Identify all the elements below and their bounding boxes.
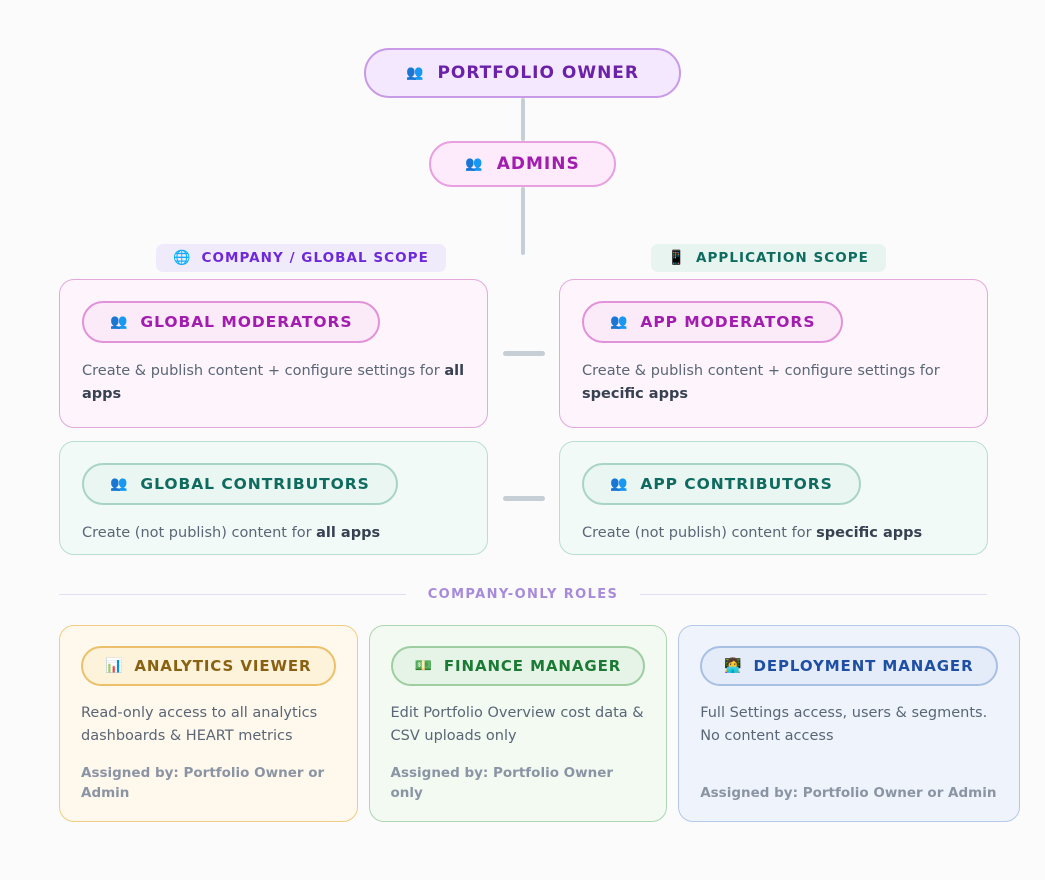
badge-deployment-manager[interactable]: 👩‍💻 DEPLOYMENT MANAGER <box>700 646 998 686</box>
divider-label: COMPANY-ONLY ROLES <box>427 587 619 602</box>
badge-global-contributors[interactable]: 👥 GLOBAL CONTRIBUTORS <box>82 463 398 505</box>
bar-chart-icon: 📊 <box>105 658 124 674</box>
technologist-icon: 👩‍💻 <box>724 658 743 674</box>
connector-moderators-horizontal <box>502 351 545 356</box>
mobile-apps-icon: 📱 <box>667 250 686 266</box>
desc-prefix: Create & publish content + configure set… <box>82 363 445 379</box>
badge-global-contributors-label: GLOBAL CONTRIBUTORS <box>140 475 370 493</box>
card-deployment-manager[interactable]: 👩‍💻 DEPLOYMENT MANAGER Full Settings acc… <box>678 625 1020 823</box>
badge-global-moderators[interactable]: 👥 GLOBAL MODERATORS <box>82 301 381 343</box>
connector-owner-to-admins <box>520 98 525 141</box>
card-finance-manager[interactable]: 💵 FINANCE MANAGER Edit Portfolio Overvie… <box>368 625 668 823</box>
section-divider-company-only-roles: COMPANY-ONLY ROLES <box>59 587 987 602</box>
card-global-contributors[interactable]: 👥 GLOBAL CONTRIBUTORS Create (not publis… <box>59 441 488 555</box>
scope-chip-company-global-label: COMPANY / GLOBAL SCOPE <box>201 250 429 266</box>
badge-app-contributors[interactable]: 👥 APP CONTRIBUTORS <box>582 463 861 505</box>
people-icon: 👥 <box>110 314 129 330</box>
desc-prefix: Create (not publish) content for <box>582 525 817 541</box>
card-finance-manager-description: Edit Portfolio Overview cost data & CSV … <box>390 705 644 745</box>
badge-finance-manager-label: FINANCE MANAGER <box>443 657 622 675</box>
divider-line-right <box>640 593 987 596</box>
people-icon: 👥 <box>406 65 425 81</box>
scope-chip-company-global: 🌐 COMPANY / GLOBAL SCOPE <box>156 244 446 272</box>
desc-emphasis: specific apps <box>816 525 923 541</box>
people-icon: 👥 <box>610 476 629 492</box>
globe-icon: 🌐 <box>173 250 192 266</box>
people-icon: 👥 <box>110 476 129 492</box>
badge-app-moderators[interactable]: 👥 APP MODERATORS <box>582 301 844 343</box>
scope-chip-application: 📱 APPLICATION SCOPE <box>650 244 886 272</box>
card-analytics-viewer-description: Read-only access to all analytics dashbo… <box>81 705 318 745</box>
divider-line-left <box>59 593 406 596</box>
card-global-moderators-description: Create & publish content + configure set… <box>82 360 465 407</box>
scope-chip-application-label: APPLICATION SCOPE <box>695 250 869 266</box>
connector-admins-to-scopes <box>520 187 525 255</box>
badge-global-moderators-label: GLOBAL MODERATORS <box>140 313 353 331</box>
node-portfolio-owner-label: PORTFOLIO OWNER <box>437 63 639 83</box>
badge-finance-manager[interactable]: 💵 FINANCE MANAGER <box>390 646 646 686</box>
card-app-contributors-description: Create (not publish) content for specifi… <box>582 522 965 545</box>
card-analytics-viewer[interactable]: 📊 ANALYTICS VIEWER Read-only access to a… <box>59 625 358 823</box>
card-analytics-viewer-assigned-by: Assigned by: Portfolio Owner or Admin <box>81 764 325 802</box>
card-deployment-manager-assigned-by: Assigned by: Portfolio Owner or Admin <box>700 785 997 802</box>
role-card-grid: 👥 GLOBAL MODERATORS Create & publish con… <box>59 279 988 555</box>
card-app-moderators[interactable]: 👥 APP MODERATORS Create & publish conten… <box>559 279 988 428</box>
badge-app-moderators-label: APP MODERATORS <box>640 313 816 331</box>
desc-prefix: Create (not publish) content for <box>82 525 317 541</box>
badge-analytics-viewer[interactable]: 📊 ANALYTICS VIEWER <box>81 646 336 686</box>
badge-analytics-viewer-label: ANALYTICS VIEWER <box>134 657 312 675</box>
card-deployment-manager-description: Full Settings access, users & segments. … <box>700 705 988 745</box>
people-icon: 👥 <box>610 314 629 330</box>
node-portfolio-owner[interactable]: 👥 PORTFOLIO OWNER <box>364 48 681 98</box>
desc-emphasis: specific apps <box>582 386 688 403</box>
card-finance-manager-assigned-by: Assigned by: Portfolio Owner only <box>390 764 614 802</box>
scope-column-app: 📱 APPLICATION SCOPE <box>559 244 988 272</box>
node-admins[interactable]: 👥 ADMINS <box>429 141 616 187</box>
grid-row-gap <box>59 428 988 441</box>
card-global-moderators[interactable]: 👥 GLOBAL MODERATORS Create & publish con… <box>59 279 488 428</box>
hierarchy-top-stack: 👥 PORTFOLIO OWNER 👥 ADMINS <box>0 48 1045 255</box>
banknote-icon: 💵 <box>414 658 433 674</box>
badge-app-contributors-label: APP CONTRIBUTORS <box>640 475 833 493</box>
badge-deployment-manager-label: DEPLOYMENT MANAGER <box>753 657 974 675</box>
desc-emphasis: all apps <box>82 363 465 403</box>
desc-prefix: Create & publish content + configure set… <box>582 363 940 379</box>
company-only-role-row: 📊 ANALYTICS VIEWER Read-only access to a… <box>59 625 1020 823</box>
scope-label-row: 🌐 COMPANY / GLOBAL SCOPE 📱 APPLICATION S… <box>59 244 987 272</box>
scope-column-global: 🌐 COMPANY / GLOBAL SCOPE <box>59 244 488 272</box>
card-app-moderators-description: Create & publish content + configure set… <box>582 360 965 407</box>
people-icon: 👥 <box>465 156 484 172</box>
desc-emphasis: all apps <box>316 525 381 541</box>
card-global-contributors-description: Create (not publish) content for all app… <box>82 522 465 545</box>
connector-contributors-horizontal <box>502 495 545 501</box>
node-admins-label: ADMINS <box>496 154 580 174</box>
card-app-contributors[interactable]: 👥 APP CONTRIBUTORS Create (not publish) … <box>559 441 988 555</box>
